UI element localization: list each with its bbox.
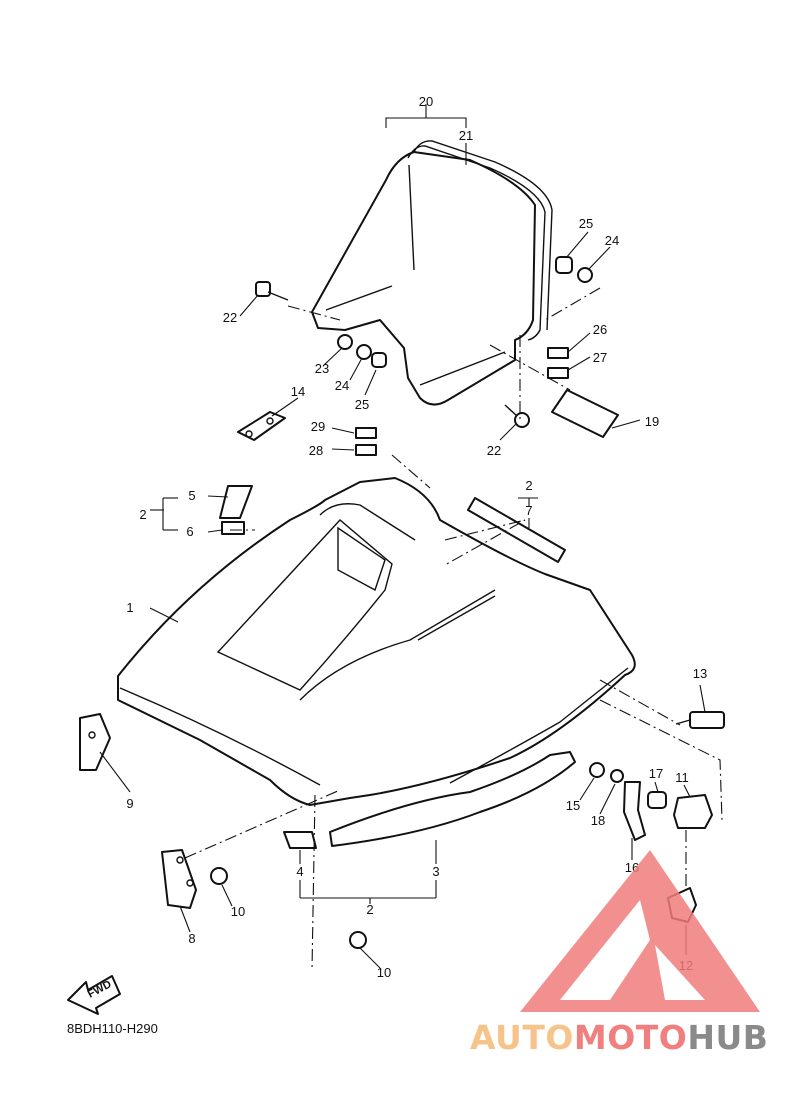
windshield xyxy=(311,151,536,406)
callout-25a: 25 xyxy=(579,216,593,231)
nut-24-upper xyxy=(577,267,593,283)
callout-26: 26 xyxy=(593,322,607,337)
screw-22-upper xyxy=(255,281,289,301)
callout-14: 14 xyxy=(291,384,305,399)
latch-11 xyxy=(673,794,713,829)
callout-11: 11 xyxy=(675,770,689,785)
callout-10a: 10 xyxy=(231,904,245,919)
callout-28: 28 xyxy=(309,443,323,458)
washer-18 xyxy=(610,769,624,783)
bracket-14 xyxy=(237,411,286,441)
callout-29: 29 xyxy=(311,419,325,434)
hinge-8 xyxy=(161,849,197,909)
callout-23: 23 xyxy=(315,361,329,376)
callout-20: 20 xyxy=(419,94,433,109)
side-trim-3 xyxy=(329,751,576,847)
collar-17 xyxy=(647,791,667,809)
callout-27: 27 xyxy=(593,350,607,365)
callout-1: 1 xyxy=(126,600,133,615)
pad-28 xyxy=(355,444,377,456)
callout-2c: 2 xyxy=(366,902,373,917)
seal-7 xyxy=(467,497,566,563)
callouts: 20 21 25 24 22 23 24 25 26 27 14 19 29 2… xyxy=(126,94,707,980)
callout-9: 9 xyxy=(126,796,133,811)
windshield-trim xyxy=(407,140,553,341)
callout-10b: 10 xyxy=(377,965,391,980)
watermark-part1: AUTO xyxy=(470,1018,574,1057)
watermark-part2: MOTO xyxy=(573,1018,688,1057)
callout-22b: 22 xyxy=(487,443,501,458)
hinge-9 xyxy=(79,713,111,771)
pad-29 xyxy=(355,427,377,439)
callout-4: 4 xyxy=(296,864,303,879)
watermark-logo-icon xyxy=(520,850,760,1012)
collar-25-upper xyxy=(555,256,573,274)
callout-19: 19 xyxy=(645,414,659,429)
part-5 xyxy=(219,485,253,519)
part-6 xyxy=(221,521,245,535)
callout-2a: 2 xyxy=(139,507,146,522)
fwd-arrow-icon: FWD xyxy=(67,975,121,1015)
screw-22-lower xyxy=(504,404,530,428)
bushing-10-lower xyxy=(349,931,367,949)
leader-lines xyxy=(99,231,706,969)
watermark-text: AUTOMOTOHUB xyxy=(470,1018,768,1057)
callout-24a: 24 xyxy=(605,233,619,248)
callout-8: 8 xyxy=(188,931,195,946)
bushing-15 xyxy=(589,762,605,778)
callout-13: 13 xyxy=(693,666,707,681)
collar-25-lower xyxy=(371,352,387,368)
bracket-13 xyxy=(675,711,725,729)
callout-21: 21 xyxy=(459,128,473,143)
assembly-lines xyxy=(184,287,723,971)
bushing-10-upper xyxy=(210,867,228,885)
callout-7: 7 xyxy=(525,503,532,518)
callout-2b: 2 xyxy=(525,478,532,493)
callout-3: 3 xyxy=(432,864,439,879)
pad-27 xyxy=(547,367,569,379)
callout-15: 15 xyxy=(566,798,580,813)
hood xyxy=(117,477,636,806)
callout-6: 6 xyxy=(186,524,193,539)
callout-5: 5 xyxy=(188,488,195,503)
diagram-code: 8BDH110-H290 xyxy=(67,1021,158,1036)
lever-16 xyxy=(623,781,646,841)
pad-26 xyxy=(547,347,569,359)
watermark-part3: HUB xyxy=(687,1018,769,1057)
callout-22a: 22 xyxy=(223,310,237,325)
callout-24b: 24 xyxy=(335,378,349,393)
label-brackets xyxy=(150,104,538,904)
callout-25b: 25 xyxy=(355,397,369,412)
nut-24-lower xyxy=(356,344,372,360)
plate-19 xyxy=(551,389,619,438)
part-4 xyxy=(283,831,317,849)
callout-18: 18 xyxy=(591,813,605,828)
washer-23 xyxy=(337,334,353,350)
callout-17: 17 xyxy=(649,766,663,781)
